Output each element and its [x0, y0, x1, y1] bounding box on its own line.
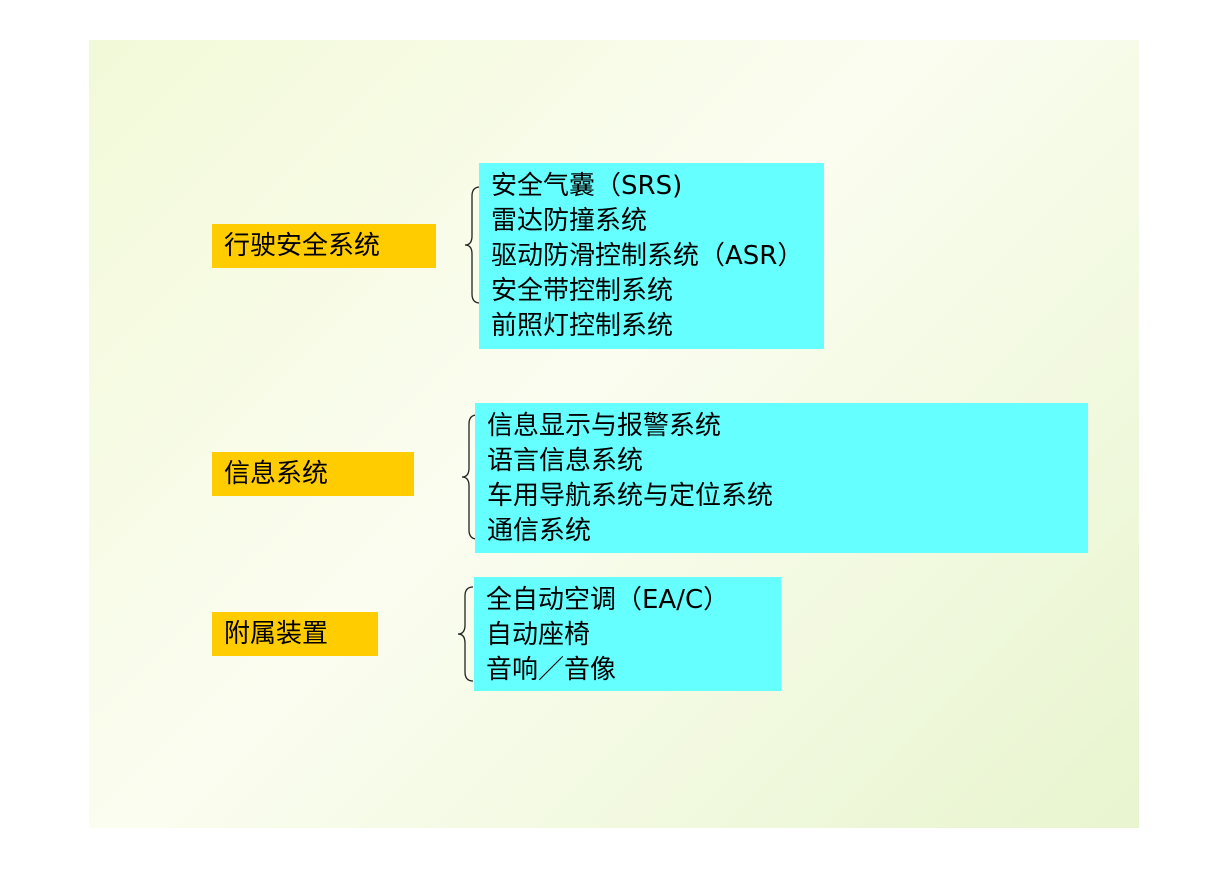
list-item: 驱动防滑控制系统（ASR） [491, 241, 804, 271]
list-item: 安全带控制系统 [491, 276, 674, 306]
list-item: 全自动空调（EA/C） [486, 585, 730, 615]
list-item: 车用导航系统与定位系统 [487, 481, 774, 511]
list-item: 前照灯控制系统 [491, 311, 674, 341]
list-item: 音响／音像 [486, 655, 617, 685]
brace-accessories [457, 586, 474, 682]
group-label-accessories: 附属装置 [212, 612, 378, 656]
list-item: 语言信息系统 [487, 446, 644, 476]
list-item: 信息显示与报警系统 [487, 411, 722, 441]
list-item: 雷达防撞系统 [491, 206, 648, 236]
brace-driving-safety [464, 186, 481, 304]
brace-information [461, 414, 478, 540]
list-item: 自动座椅 [486, 620, 591, 650]
items-driving-safety: 安全气囊（SRS) 雷达防撞系统 驱动防滑控制系统（ASR） 安全带控制系统 前… [479, 163, 824, 349]
list-item: 安全气囊（SRS) [491, 171, 683, 201]
group-label-driving-safety: 行驶安全系统 [212, 224, 436, 268]
list-item: 通信系统 [487, 516, 592, 546]
items-information: 信息显示与报警系统 语言信息系统 车用导航系统与定位系统 通信系统 [475, 403, 1088, 553]
group-label-information: 信息系统 [212, 452, 414, 496]
items-accessories: 全自动空调（EA/C） 自动座椅 音响／音像 [474, 577, 781, 691]
